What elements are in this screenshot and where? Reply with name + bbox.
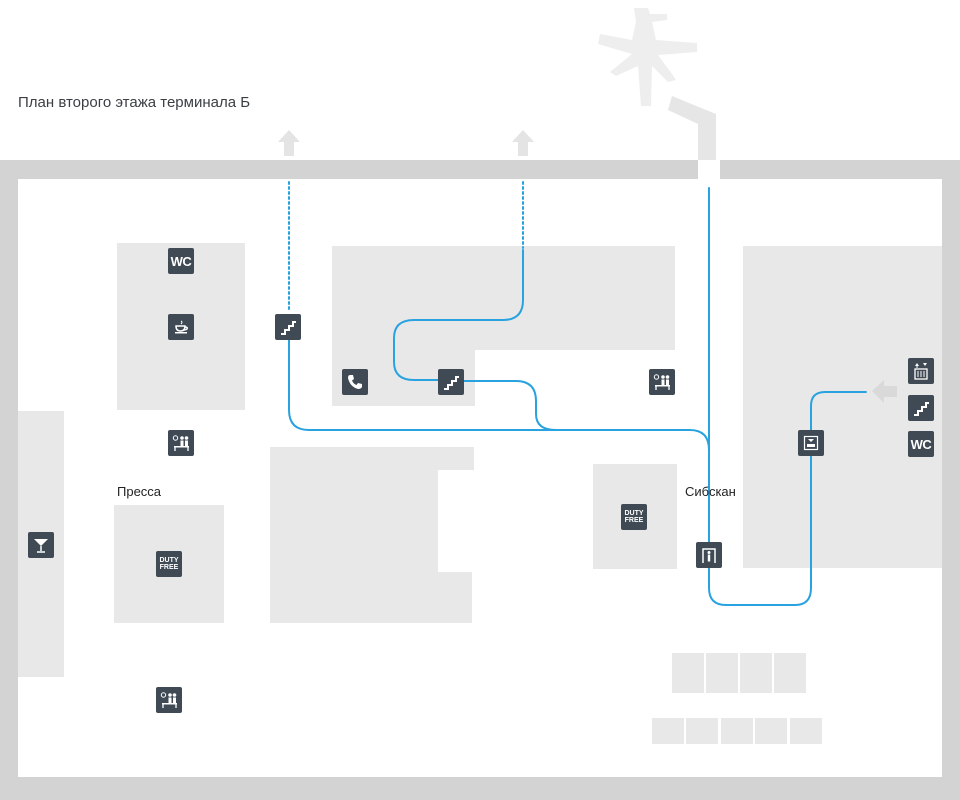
stairs-icon-right[interactable] (908, 395, 934, 421)
wc-icon-right[interactable]: WC (908, 431, 934, 457)
cafe-icon[interactable] (168, 314, 194, 340)
waiting-area-icon-bottom[interactable] (156, 687, 182, 713)
route-main (288, 339, 867, 606)
waiting-area-icon-left[interactable] (168, 430, 194, 456)
stairs-icon-center[interactable] (438, 369, 464, 395)
phone-icon[interactable] (342, 369, 368, 395)
label-sibscan: Сибскан (685, 484, 736, 499)
label-press: Пресса (117, 484, 162, 499)
airplane-icon (598, 8, 697, 106)
room-central (332, 246, 675, 406)
stairs-icon-left[interactable] (275, 314, 301, 340)
exit-arrow-right (512, 130, 534, 156)
waiting-area-icon-center[interactable] (649, 369, 675, 395)
map-title: План второго этажа терминала Б (18, 94, 251, 111)
booth-grid (652, 653, 822, 744)
route-upper-loop (393, 249, 524, 381)
wc-icon[interactable]: WC (168, 248, 194, 274)
room-center-lower (270, 447, 474, 623)
route-stair-link (463, 380, 561, 431)
gate-bridge (668, 96, 716, 180)
elevator-icon[interactable] (908, 358, 934, 384)
entry-arrow (872, 380, 897, 403)
bar-icon[interactable] (28, 532, 54, 558)
exit-arrow-left (278, 130, 300, 156)
security-scanner-icon[interactable] (696, 542, 722, 568)
pass-control-icon[interactable] (798, 430, 824, 456)
gate-opening (698, 160, 720, 182)
